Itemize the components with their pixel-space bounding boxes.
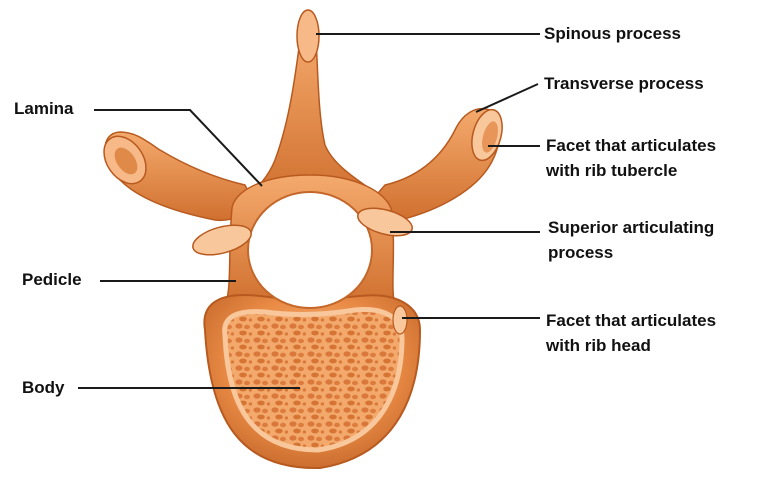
label-facet-rib-tubercle-line2: with rib tubercle [546,158,716,183]
right-transverse-process [372,106,507,220]
label-facet-rib-tubercle: Facet that articulates with rib tubercle [546,133,716,183]
label-facet-rib-head-line2: with rib head [546,333,716,358]
label-lamina-text: Lamina [14,96,74,121]
label-pedicle: Pedicle [22,267,82,292]
label-facet-rib-head-line1: Facet that articulates [546,308,716,333]
leader-transverse [476,84,538,112]
label-lamina: Lamina [14,96,74,121]
label-superior-articulating-line2: process [548,240,714,265]
label-transverse-process-text: Transverse process [544,71,704,96]
label-transverse-process: Transverse process [544,71,704,96]
spinous-process-and-lamina [245,10,385,200]
label-superior-articulating-line1: Superior articulating [548,215,714,240]
label-pedicle-text: Pedicle [22,267,82,292]
label-body: Body [22,375,65,400]
rib-head-facet [393,306,407,334]
vertebral-body [204,295,420,468]
label-spinous-process-text: Spinous process [544,21,681,46]
label-body-text: Body [22,375,65,400]
label-spinous-process: Spinous process [544,21,681,46]
vertebral-foramen [248,192,372,308]
label-facet-rib-tubercle-line1: Facet that articulates [546,133,716,158]
label-superior-articulating-process: Superior articulating process [548,215,714,265]
left-transverse-process [95,128,255,220]
label-facet-rib-head: Facet that articulates with rib head [546,308,716,358]
